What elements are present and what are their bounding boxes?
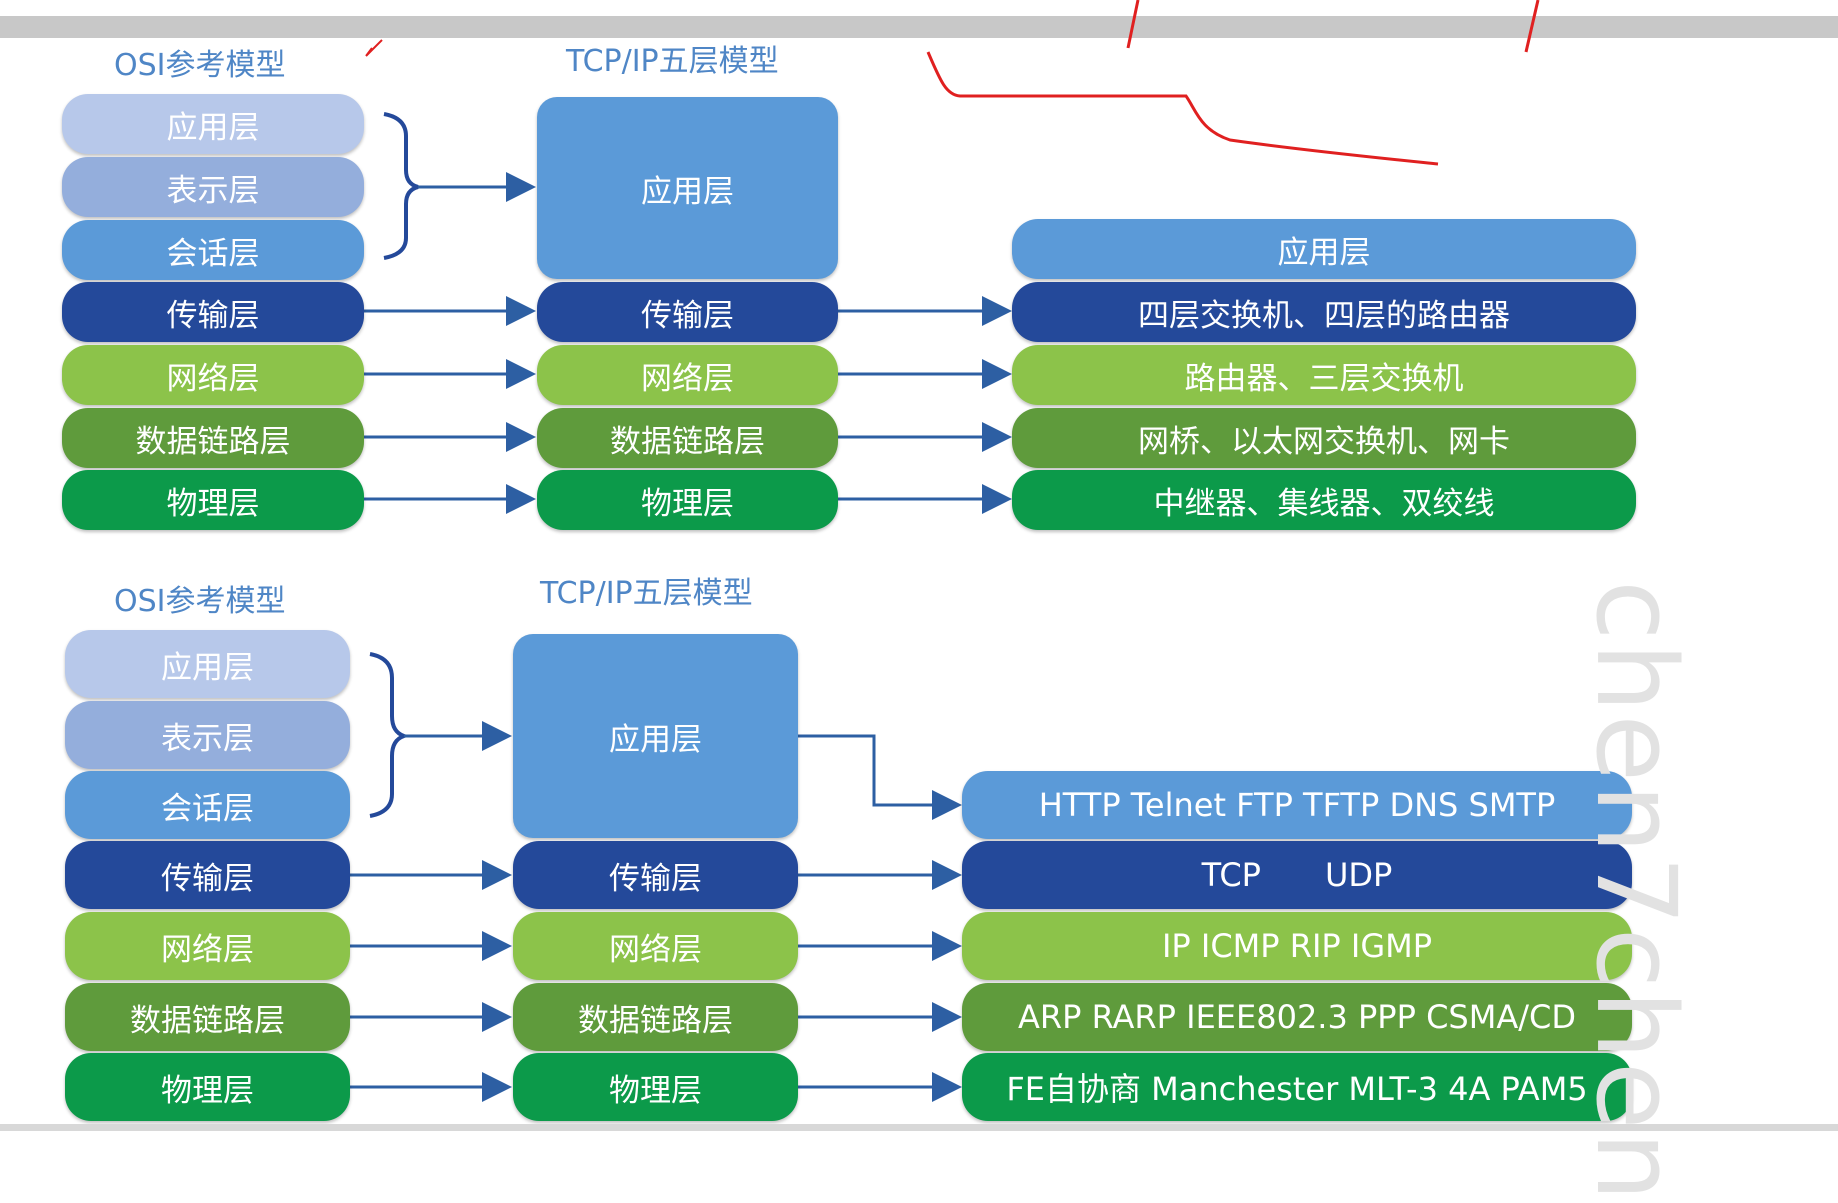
- protocol-row-network: IP ICMP RIP IGMP: [962, 912, 1632, 980]
- bottom-scroll-bar: [0, 1124, 1838, 1131]
- tcpip-layer-datalink: 数据链路层: [537, 408, 838, 468]
- watermark: chen7chen: [1572, 580, 1700, 1203]
- protocol-row-datalink: ARP RARP IEEE802.3 PPP CSMA/CD: [962, 983, 1632, 1051]
- tcpip-layer-transport: 传输层: [513, 841, 798, 909]
- osi-layer-application: 应用层: [62, 94, 364, 154]
- tcpip-layer-transport: 传输层: [537, 282, 838, 342]
- osi-layer-physical: 物理层: [65, 1053, 350, 1121]
- protocol-row-physical: FE自协商 Manchester MLT-3 4A PAM5: [962, 1053, 1632, 1121]
- osi-layer-datalink: 数据链路层: [65, 983, 350, 1051]
- device-row-transport: 四层交换机、四层的路由器: [1012, 282, 1636, 342]
- red-annotation-line: [1126, 0, 1140, 49]
- protocol-row-application: HTTP Telnet FTP TFTP DNS SMTP: [962, 771, 1632, 839]
- tcpip-layer-network: 网络层: [513, 912, 798, 980]
- protocol-udp: UDP: [1324, 856, 1393, 894]
- red-annotation-curve: [926, 51, 1439, 166]
- tcpip-layer-datalink: 数据链路层: [513, 983, 798, 1051]
- tcpip-model-title-2: TCP/IP五层模型: [540, 576, 753, 611]
- osi-layer-session: 会话层: [62, 220, 364, 280]
- tcpip-model-title: TCP/IP五层模型: [566, 44, 779, 79]
- osi-layer-network: 网络层: [65, 912, 350, 980]
- osi-layer-presentation: 表示层: [62, 157, 364, 217]
- osi-layer-physical: 物理层: [62, 470, 364, 530]
- device-row-physical: 中继器、集线器、双绞线: [1012, 470, 1636, 530]
- pen-cursor-icon: [365, 39, 383, 57]
- top-scroll-bar: [0, 16, 1838, 38]
- tcpip-layer-network: 网络层: [537, 345, 838, 405]
- osi-layer-presentation: 表示层: [65, 701, 350, 769]
- brace-icon: [383, 112, 419, 260]
- osi-layer-session: 会话层: [65, 771, 350, 839]
- protocol-row-transport: TCP UDP: [962, 841, 1632, 909]
- brace-icon: [369, 652, 411, 818]
- tcpip-layer-physical: 物理层: [513, 1053, 798, 1121]
- osi-layer-application: 应用层: [65, 630, 350, 698]
- tcpip-layer-application: 应用层: [537, 97, 838, 279]
- osi-model-title-2: OSI参考模型: [114, 584, 286, 619]
- osi-layer-transport: 传输层: [62, 282, 364, 342]
- device-row-network: 路由器、三层交换机: [1012, 345, 1636, 405]
- device-row-application: 应用层: [1012, 219, 1636, 279]
- tcpip-layer-application: 应用层: [513, 634, 798, 838]
- osi-model-title: OSI参考模型: [114, 48, 286, 83]
- arrows-layer: [350, 0, 1540, 1102]
- osi-layer-network: 网络层: [62, 345, 364, 405]
- protocol-tcp: TCP: [1201, 856, 1261, 894]
- osi-layer-transport: 传输层: [65, 841, 350, 909]
- osi-layer-datalink: 数据链路层: [62, 408, 364, 468]
- device-row-datalink: 网桥、以太网交换机、网卡: [1012, 408, 1636, 468]
- tcpip-layer-physical: 物理层: [537, 470, 838, 530]
- red-annotation-line: [1524, 0, 1540, 53]
